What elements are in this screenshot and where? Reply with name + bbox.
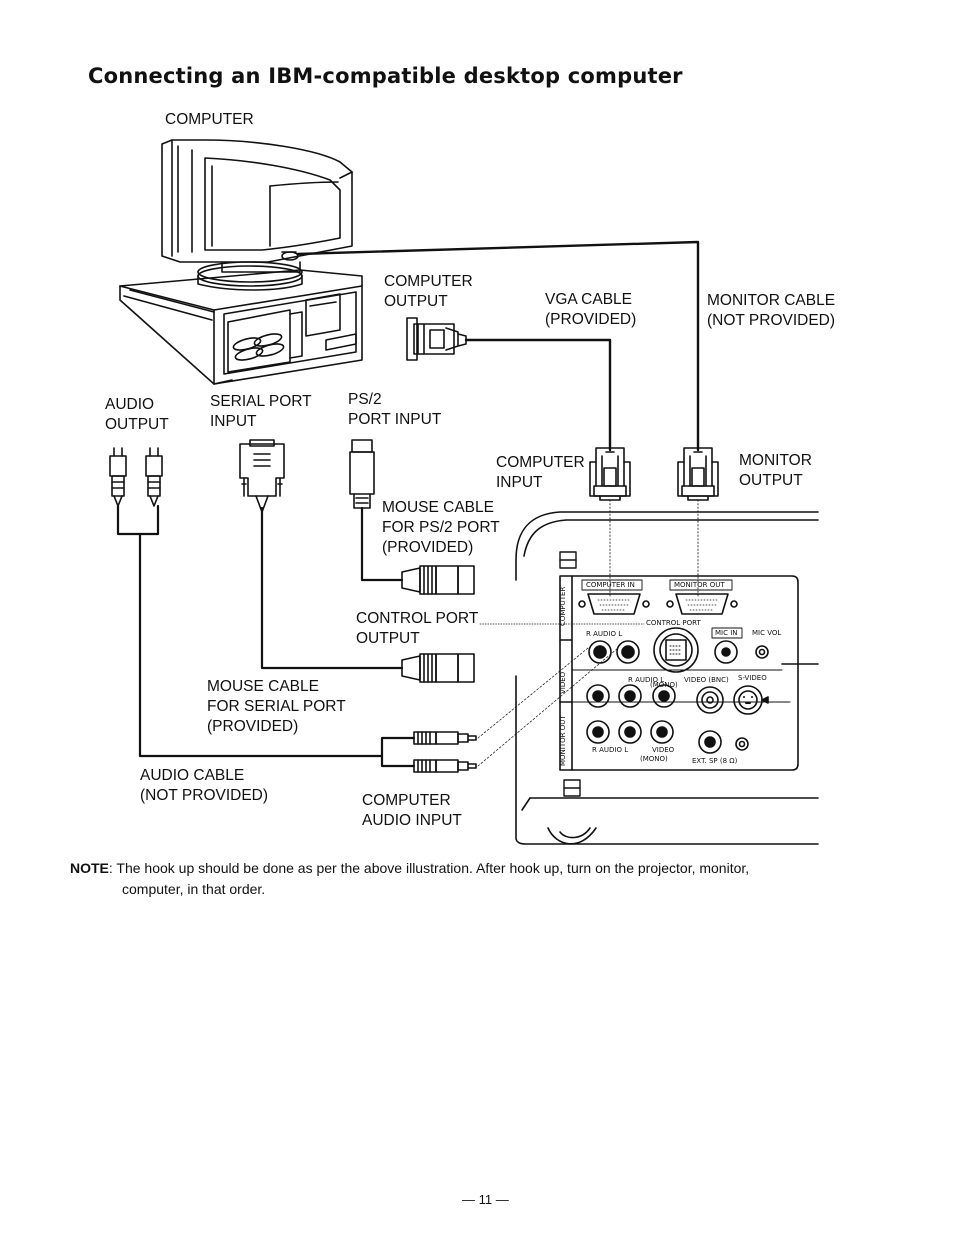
monitor-cable-label: MONITOR CABLE(NOT PROVIDED) xyxy=(707,292,836,329)
panel-control-port-label: CONTROL PORT xyxy=(646,619,701,627)
vga-cable-label: VGA CABLE(PROVIDED) xyxy=(545,291,637,328)
serial-mouse-cable-line xyxy=(260,506,404,670)
note-prefix: NOTE xyxy=(70,860,109,876)
computer-input-connector-icon xyxy=(589,447,631,501)
computer-label: COMPUTER xyxy=(165,111,254,128)
audio-input-plugs-icon xyxy=(413,731,477,773)
ps2-mouse-cable-line xyxy=(360,506,404,582)
panel-mono-label: (MONO) xyxy=(650,681,678,689)
ps2-port-connector-icon xyxy=(349,439,375,509)
desktop-case-icon xyxy=(119,269,363,385)
note-line-1: : The hook up should be done as per the … xyxy=(108,860,750,876)
panel-video-bnc-label: VIDEO (BNC) xyxy=(684,676,729,684)
note-line-2: computer, in that order. xyxy=(122,881,266,897)
panel-mono-2-label: (MONO) xyxy=(640,755,668,763)
vga-output-connector-icon xyxy=(406,317,467,361)
panel-mic-in-label: MIC IN xyxy=(715,629,738,637)
panel-audio-monitor-label: R AUDIO L xyxy=(592,746,629,754)
projector-input-panel xyxy=(559,575,799,771)
monitor-output-connector-icon xyxy=(677,447,719,501)
panel-mic-vol-label: MIC VOL xyxy=(752,629,782,637)
panel-computer-side-label: COMPUTER xyxy=(559,586,567,626)
panel-video-label: VIDEO xyxy=(652,746,675,754)
panel-ext-sp-label: EXT. SP (8 Ω) xyxy=(692,757,738,765)
vga-cable-line xyxy=(464,338,612,452)
note-paragraph: NOTE: The hook up should be done as per … xyxy=(70,858,870,900)
panel-computer-in-label: COMPUTER IN xyxy=(586,581,635,589)
computer-monitor-icon xyxy=(161,139,353,291)
panel-video-side-label: VIDEO xyxy=(559,671,567,694)
panel-audio-computer-label: R AUDIO L xyxy=(586,630,623,638)
page-number: — 11 — xyxy=(462,1192,509,1207)
projector-body-icon xyxy=(515,511,819,845)
audio-output-plugs-icon xyxy=(109,447,163,536)
monitor-cable-line xyxy=(296,240,700,452)
audio-cable-label: AUDIO CABLE(NOT PROVIDED) xyxy=(140,767,269,804)
panel-monitor-out-side-label: MONITOR OUT xyxy=(559,715,567,766)
control-port-plug-ps2-icon xyxy=(401,565,475,595)
page-title: Connecting an IBM-compatible desktop com… xyxy=(88,64,683,88)
serial-port-connector-icon xyxy=(239,439,285,513)
panel-audio-video-label: R AUDIO L xyxy=(628,676,665,684)
panel-s-video-label: S-VIDEO xyxy=(738,674,767,682)
control-port-plug-serial-icon xyxy=(401,653,475,683)
panel-monitor-out-label: MONITOR OUT xyxy=(674,581,725,589)
